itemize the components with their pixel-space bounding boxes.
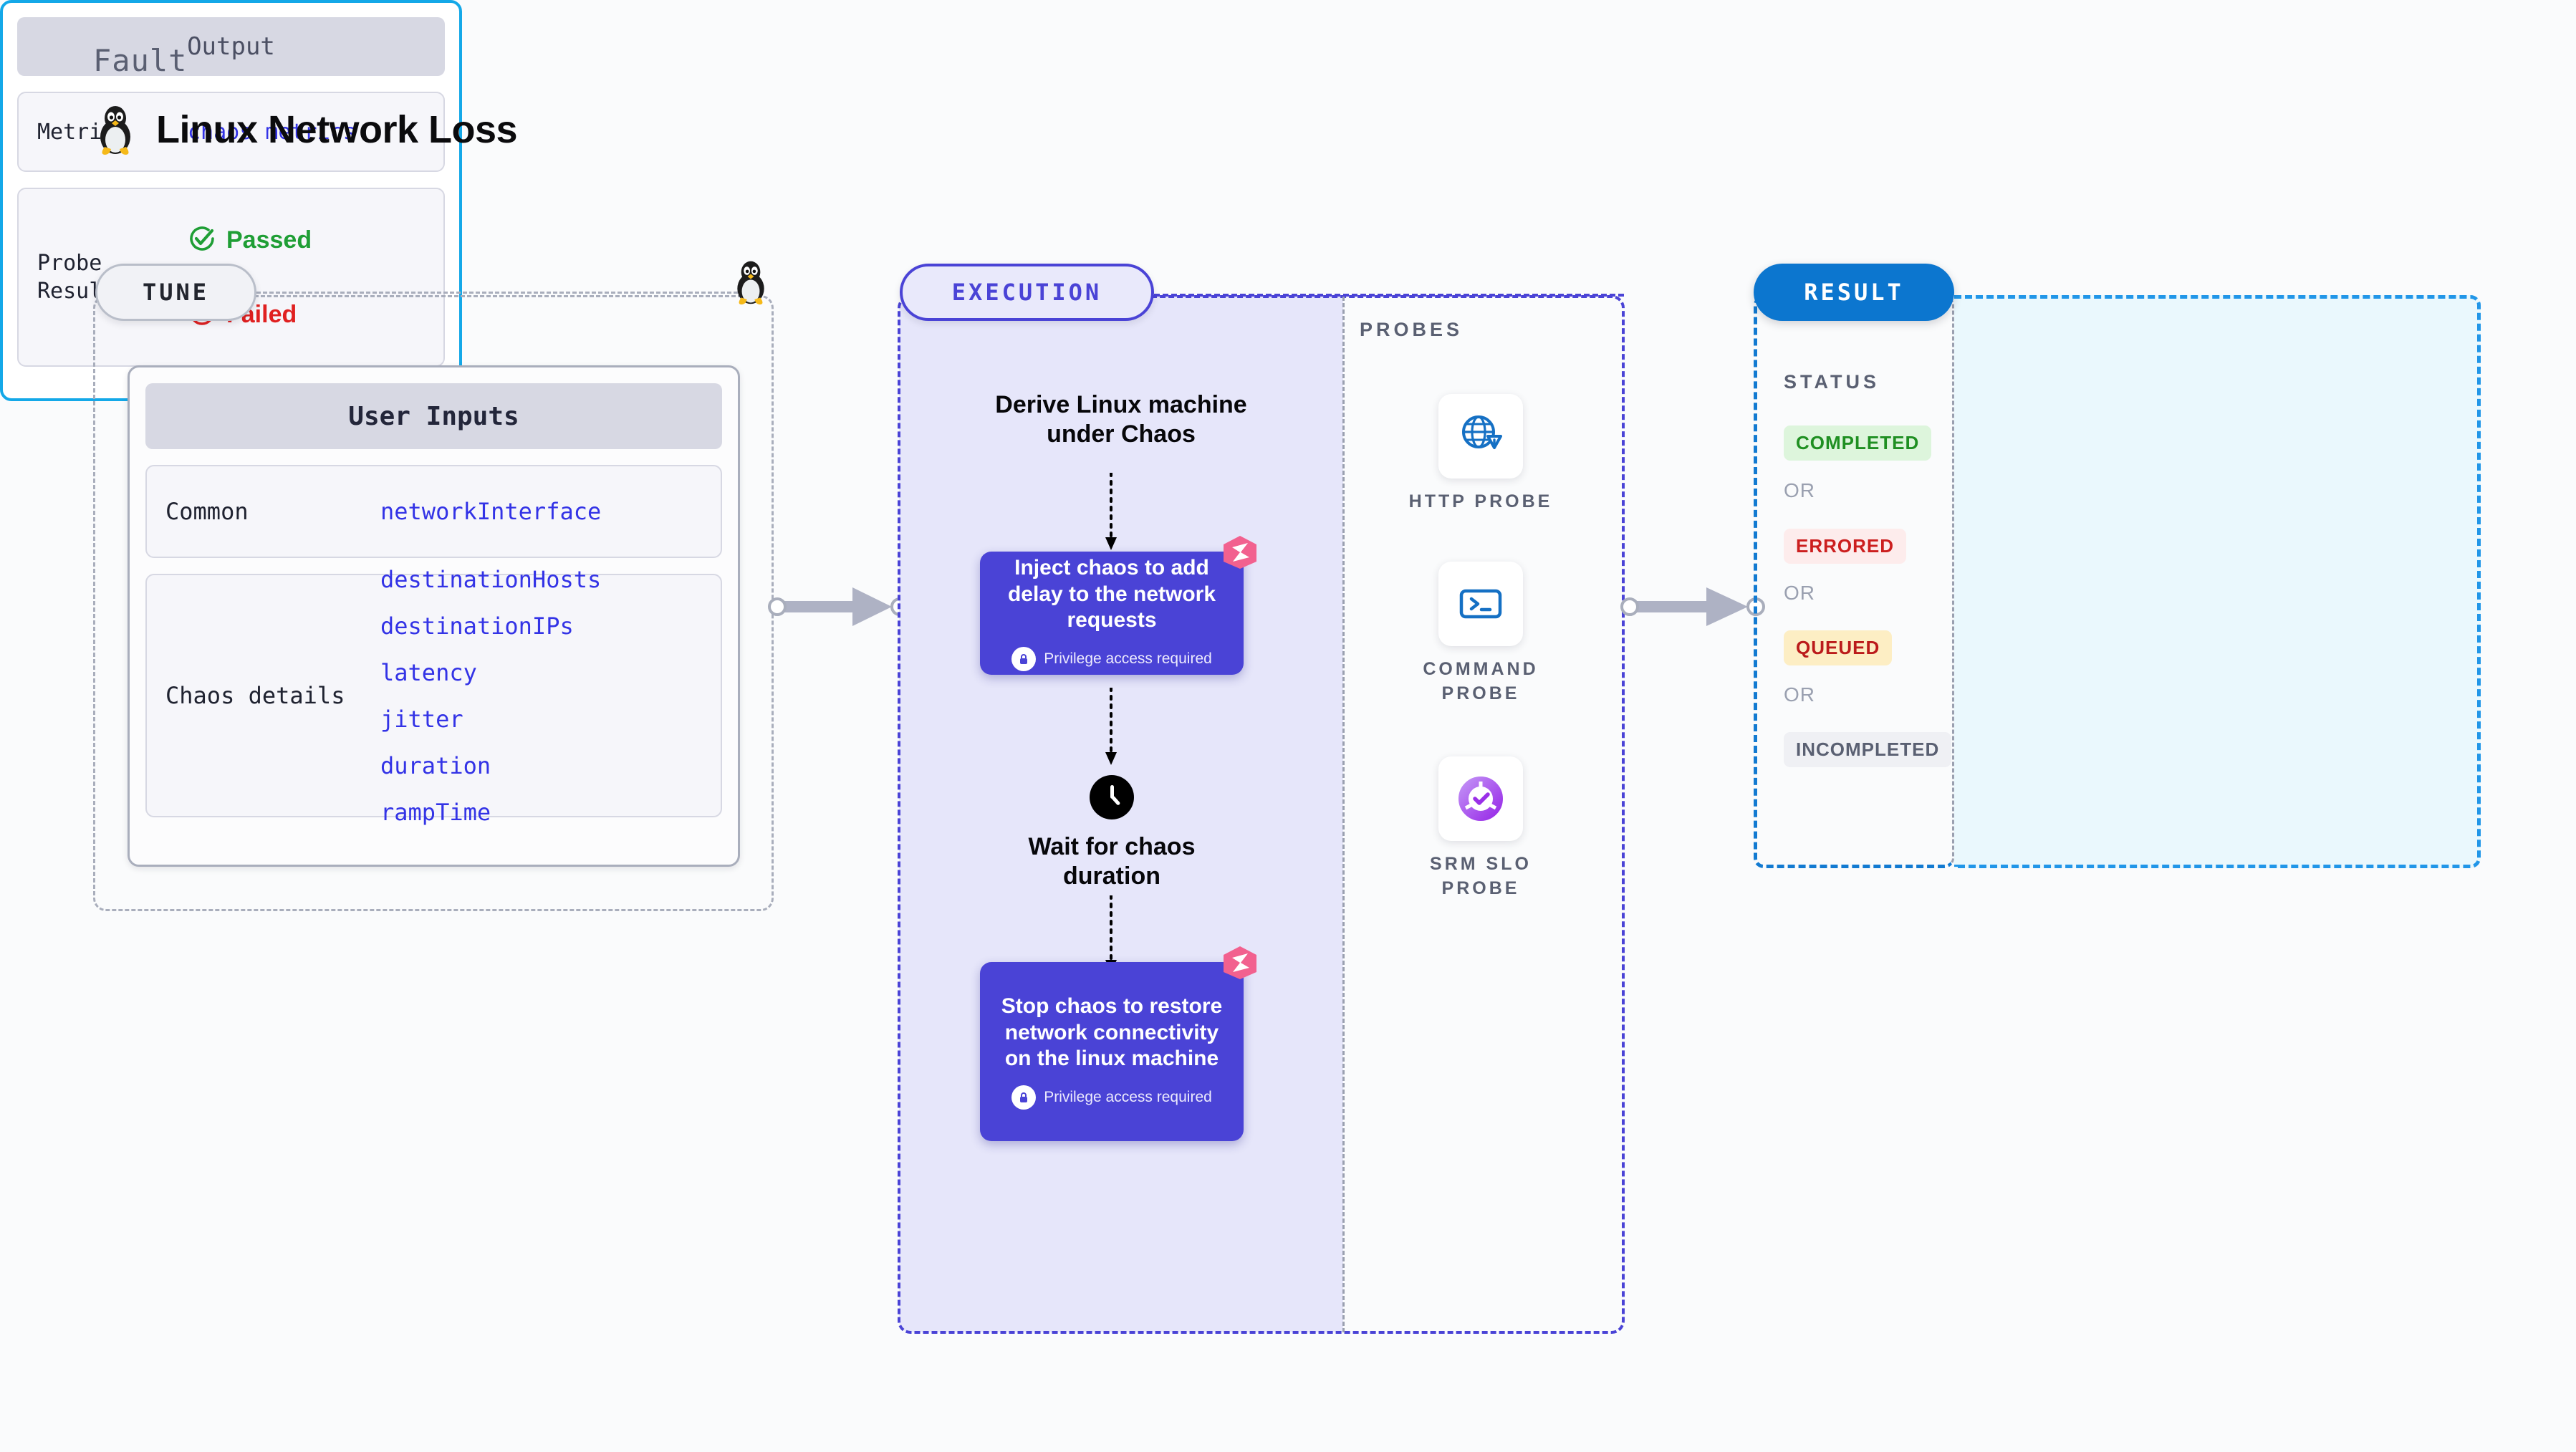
page-title: Linux Network Loss [156, 108, 518, 151]
globe-warning-icon [1438, 394, 1523, 479]
tune-row-key: Common [165, 498, 249, 525]
tune-badge[interactable]: TUNE [95, 264, 256, 321]
output-card: Output Metrics chaos metrics Probe Resul… [0, 0, 462, 401]
connector-endpoint-dot [768, 597, 787, 616]
execution-wait-text: Wait for chaos duration [1028, 833, 1196, 890]
check-circle-icon [188, 224, 216, 256]
probes-divider [1342, 297, 1345, 1332]
tune-row-key: Chaos details [165, 682, 345, 709]
output-title: Output [17, 17, 445, 76]
probe-passed-label: Passed [226, 226, 312, 254]
output-row-probe-results: Probe Results Passed OR [17, 188, 445, 367]
slo-donut-check-icon [1438, 756, 1523, 841]
probes-label: PROBES [1360, 319, 1464, 340]
flow-arrow-down [1102, 686, 1120, 770]
step-title: Stop chaos to restore network connectivi… [1001, 994, 1223, 1071]
execution-connector-line [1154, 294, 1624, 297]
execution-panel [898, 295, 1625, 1334]
status-or: OR [1784, 683, 1815, 706]
execution-step-inject-chaos[interactable]: Inject chaos to add delay to the network… [980, 536, 1256, 675]
privilege-label: Privilege access required [1044, 1088, 1212, 1105]
tune-param[interactable]: destinationHosts [380, 565, 602, 593]
execution-step-stop-chaos[interactable]: Stop chaos to restore network connectivi… [980, 946, 1256, 1141]
harness-chaos-icon [1221, 943, 1259, 986]
probe-srm-slo[interactable]: SRM SLO PROBE [1398, 756, 1563, 901]
lock-icon [1011, 646, 1037, 671]
tune-param[interactable]: rampTime [380, 798, 491, 826]
tune-param[interactable]: latency [380, 658, 477, 686]
tune-param[interactable]: networkInterface [380, 498, 602, 525]
output-row-value[interactable]: chaos metrics [188, 119, 356, 145]
execution-step-1-text: Derive Linux machine under Chaos [995, 391, 1247, 448]
tune-param[interactable]: duration [380, 751, 491, 779]
terminal-icon [1438, 562, 1523, 646]
user-inputs-title: User Inputs [145, 383, 722, 449]
status-or: OR [1784, 582, 1815, 604]
lock-icon [1011, 1085, 1037, 1110]
tune-param[interactable]: destinationIPs [380, 612, 574, 640]
tune-row-chaos-details: Chaos details destinationHosts destinati… [145, 566, 722, 826]
result-output-panel [1954, 295, 2481, 868]
page-title-row: Linux Network Loss [93, 104, 518, 155]
user-inputs-card: User Inputs Common networkInterface Chao… [128, 365, 740, 867]
connector-endpoint-dot [1620, 597, 1639, 616]
status-badge-incompleted: INCOMPLETED [1784, 732, 1952, 767]
harness-chaos-icon [1221, 533, 1259, 575]
privilege-label: Privilege access required [1044, 650, 1212, 667]
status-badge-errored: ERRORED [1784, 529, 1907, 564]
flow-arrow-down [1102, 471, 1120, 555]
page-kicker: Fault [93, 43, 188, 78]
status-label: STATUS [1784, 371, 1880, 393]
linux-tux-icon [731, 259, 771, 309]
step-title: Inject chaos to add delay to the network… [1007, 556, 1216, 633]
probe-result-passed: Passed [188, 224, 312, 256]
probe-label: HTTP PROBE [1408, 491, 1553, 511]
output-row-metrics: Metrics chaos metrics [17, 92, 445, 172]
page-header: Fault Linux Network Loss [93, 43, 518, 155]
status-badge-queued: QUEUED [1784, 630, 1893, 665]
connector-execution-to-result [1628, 582, 1756, 635]
connector-tune-to-execution [774, 582, 903, 635]
tune-param[interactable]: jitter [380, 705, 463, 733]
probe-command[interactable]: COMMAND PROBE [1398, 562, 1563, 706]
result-badge[interactable]: RESULT [1754, 264, 1954, 321]
status-badge-completed: COMPLETED [1784, 425, 1932, 461]
tune-row-common: Common networkInterface [145, 465, 722, 558]
linux-tux-icon [93, 104, 138, 155]
privilege-note: Privilege access required [1011, 646, 1212, 671]
clock-icon [1090, 775, 1134, 819]
probe-label: COMMAND PROBE [1423, 659, 1539, 703]
probe-http[interactable]: HTTP PROBE [1398, 394, 1563, 514]
privilege-note: Privilege access required [1011, 1085, 1212, 1110]
status-or: OR [1784, 479, 1815, 501]
probe-label: SRM SLO PROBE [1430, 854, 1532, 898]
execution-badge[interactable]: EXECUTION [900, 264, 1154, 321]
tune-connector-line [256, 292, 751, 294]
